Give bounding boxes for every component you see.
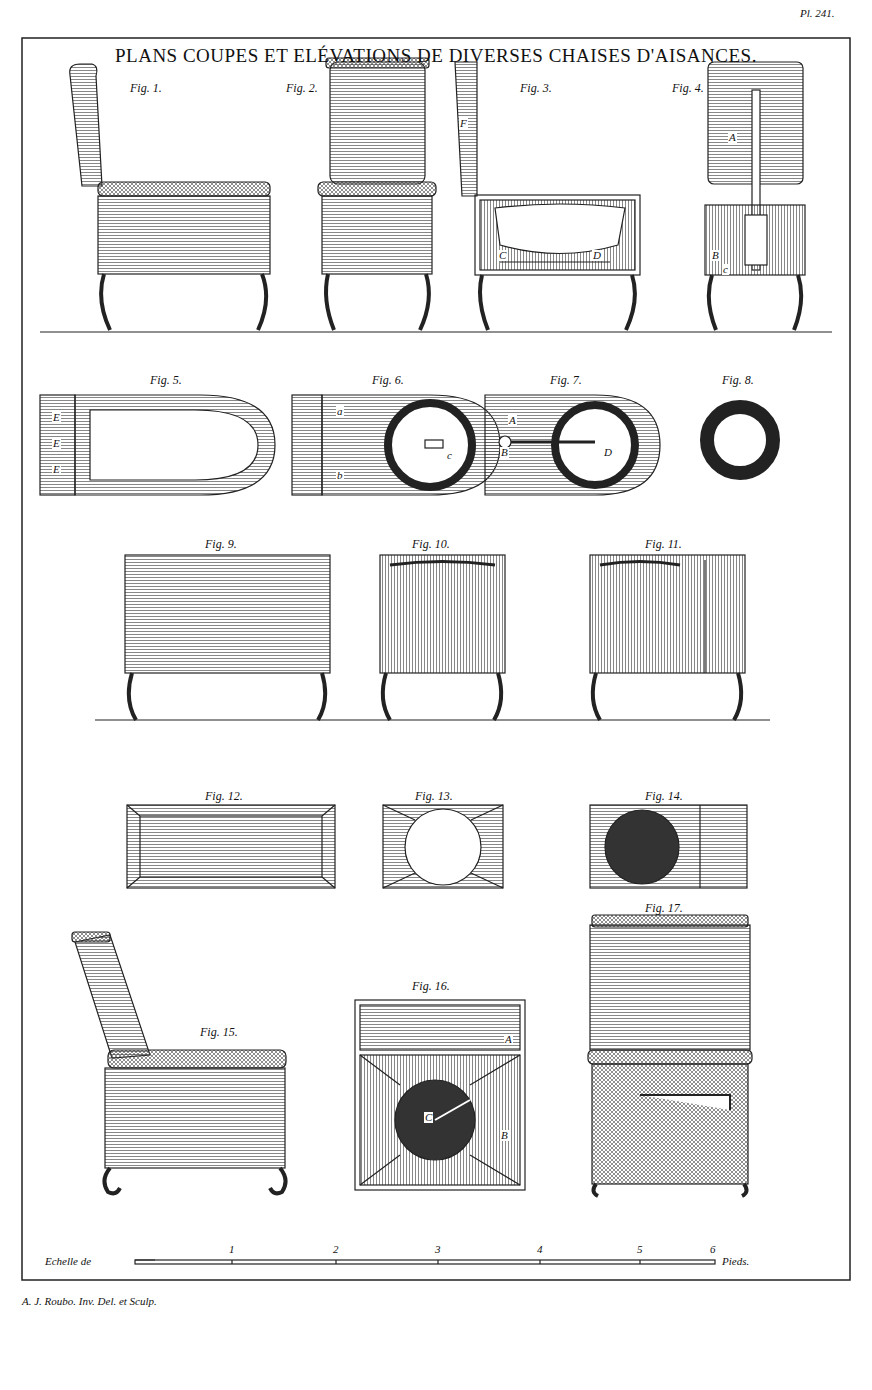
reference-letter: B	[500, 447, 509, 458]
reference-letter: E	[52, 412, 61, 423]
scale-number: 6	[710, 1244, 716, 1255]
reference-letter: A	[504, 1034, 513, 1045]
scale-number: 3	[435, 1244, 441, 1255]
reference-letter: E	[52, 464, 61, 475]
figure-number: Fig. 2.	[286, 82, 318, 94]
figure-number: Fig. 4.	[672, 82, 704, 94]
scale-number: 2	[333, 1244, 339, 1255]
figure-number: Fig. 11.	[645, 538, 682, 550]
reference-letter: C	[424, 1112, 433, 1123]
figure-number: Fig. 15.	[200, 1026, 238, 1038]
reference-letter: A	[728, 132, 737, 143]
reference-letter: A	[508, 415, 517, 426]
reference-letter: c	[446, 450, 453, 461]
scale-unit: Pieds.	[722, 1256, 749, 1267]
engraver-signature: A. J. Roubo. Inv. Del. et Sculp.	[22, 1296, 157, 1307]
scale-label: Echelle de	[45, 1256, 91, 1267]
reference-letter: D	[603, 447, 613, 458]
plate-number: Pl. 241.	[800, 8, 835, 19]
figure-number: Fig. 6.	[372, 374, 404, 386]
plate-title: PLANS COUPES ET ELÉVATIONS DE DIVERSES C…	[115, 46, 757, 65]
figure-number: Fig. 9.	[205, 538, 237, 550]
reference-letter: B	[500, 1130, 509, 1141]
reference-letter: F	[459, 118, 468, 129]
figure-number: Fig. 10.	[412, 538, 450, 550]
reference-letter: E	[52, 438, 61, 449]
figure-number: Fig. 12.	[205, 790, 243, 802]
figure-number: Fig. 17.	[645, 902, 683, 914]
scale-number: 5	[637, 1244, 643, 1255]
figure-number: Fig. 16.	[412, 980, 450, 992]
reference-letter: C	[498, 250, 507, 261]
scale-number: 1	[229, 1244, 235, 1255]
reference-letter: B	[711, 250, 720, 261]
figure-number: Fig. 14.	[645, 790, 683, 802]
figure-number: Fig. 7.	[550, 374, 582, 386]
reference-letter: a	[336, 406, 344, 417]
figure-number: Fig. 8.	[722, 374, 754, 386]
reference-letter: b	[336, 470, 344, 481]
figure-number: Fig. 3.	[520, 82, 552, 94]
figure-number: Fig. 5.	[150, 374, 182, 386]
figure-number: Fig. 13.	[415, 790, 453, 802]
reference-letter: D	[592, 250, 602, 261]
reference-letter: c	[722, 264, 729, 275]
figure-number: Fig. 1.	[130, 82, 162, 94]
scale-number: 4	[537, 1244, 543, 1255]
